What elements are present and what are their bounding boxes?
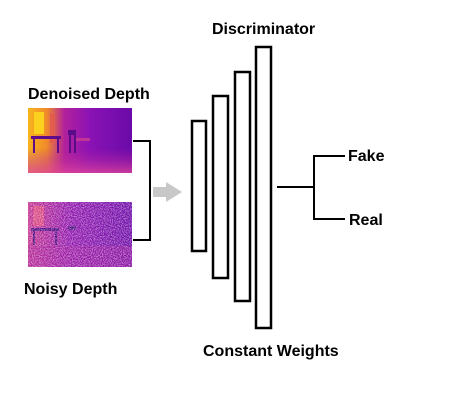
discriminator-title: Discriminator — [212, 21, 316, 38]
discriminator-layers — [190, 45, 273, 330]
denoised-depth-label: Denoised Depth — [28, 86, 150, 103]
discriminator-layer-2 — [211, 94, 230, 280]
input-arrow — [153, 182, 182, 202]
noisy-depth-label: Noisy Depth — [24, 281, 118, 298]
discriminator-layer-4 — [254, 45, 273, 330]
real-output-label: Real — [349, 212, 383, 229]
discriminator-layer-3 — [233, 70, 252, 303]
fake-output-label: Fake — [348, 148, 385, 165]
noisy-depth-image — [28, 202, 132, 267]
denoised-depth-image — [28, 108, 132, 173]
constant-weights-label: Constant Weights — [203, 343, 339, 360]
input-bracket — [133, 140, 151, 241]
output-fork — [277, 155, 345, 220]
discriminator-layer-1 — [190, 119, 208, 253]
